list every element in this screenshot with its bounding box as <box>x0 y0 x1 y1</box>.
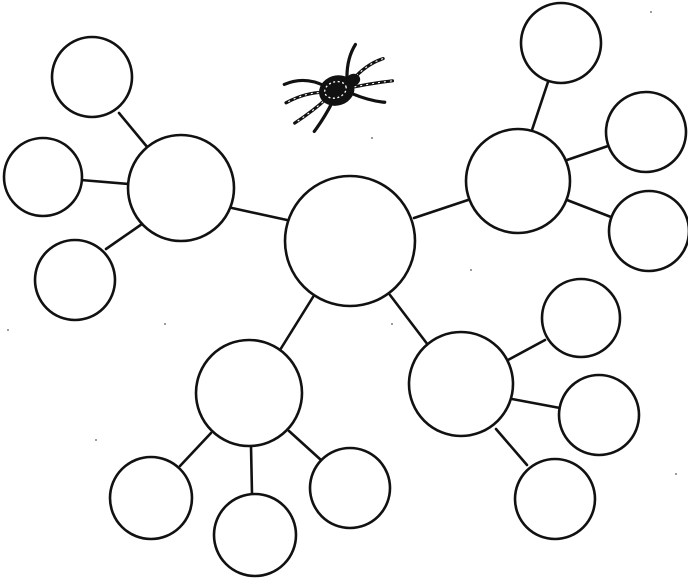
connector-branch-3-leaf-3 <box>287 429 323 462</box>
scan-specks <box>7 11 677 475</box>
branch-bubble-3 <box>194 338 304 448</box>
leaf-bubble-1-1 <box>50 35 134 119</box>
speck <box>675 473 677 475</box>
speck <box>7 329 9 331</box>
connector-branch-2-leaf-2 <box>565 144 610 162</box>
connector-lines <box>79 80 613 496</box>
speck <box>164 323 166 325</box>
leaf-bubble-2-3 <box>607 189 688 273</box>
speck <box>470 269 472 271</box>
connector-branch-2-leaf-3 <box>565 198 613 219</box>
connector-center-to-branch-4 <box>388 293 430 347</box>
speck <box>371 137 373 139</box>
connector-center-to-branch-3 <box>278 295 315 352</box>
central-bubble <box>283 174 417 308</box>
branch-bubble-2 <box>464 127 572 235</box>
leaf-bubble-3-3 <box>308 446 392 530</box>
leaf-bubble-4-1 <box>540 277 622 359</box>
connector-branch-4-leaf-2 <box>510 397 562 410</box>
connector-center-to-branch-1 <box>230 206 289 222</box>
speck <box>95 439 97 441</box>
leaf-bubble-1-3 <box>33 238 117 322</box>
connector-branch-1-leaf-2 <box>79 178 131 186</box>
connector-center-to-branch-2 <box>412 198 470 220</box>
connector-branch-1-leaf-3 <box>104 222 144 251</box>
branch-bubble-1 <box>126 133 236 243</box>
branch-bubble-4 <box>407 330 515 438</box>
leaf-bubble-4-2 <box>557 373 641 457</box>
connector-branch-1-leaf-1 <box>117 111 150 150</box>
connector-branch-2-leaf-1 <box>530 80 550 132</box>
leaf-bubble-2-1 <box>519 1 603 85</box>
leaf-bubble-3-2 <box>212 492 298 578</box>
connector-branch-4-leaf-1 <box>506 338 547 362</box>
leaf-bubble-1-2 <box>2 136 84 218</box>
connector-branch-3-leaf-2 <box>249 444 254 496</box>
speck <box>391 323 393 325</box>
connector-branch-4-leaf-3 <box>494 427 529 467</box>
connector-branch-3-leaf-1 <box>178 431 213 468</box>
leaf-bubble-2-2 <box>604 90 688 174</box>
speck <box>650 11 652 13</box>
leaf-bubble-3-1 <box>108 455 194 541</box>
leaf-bubble-4-3 <box>513 457 597 541</box>
spider-icon <box>282 42 395 134</box>
